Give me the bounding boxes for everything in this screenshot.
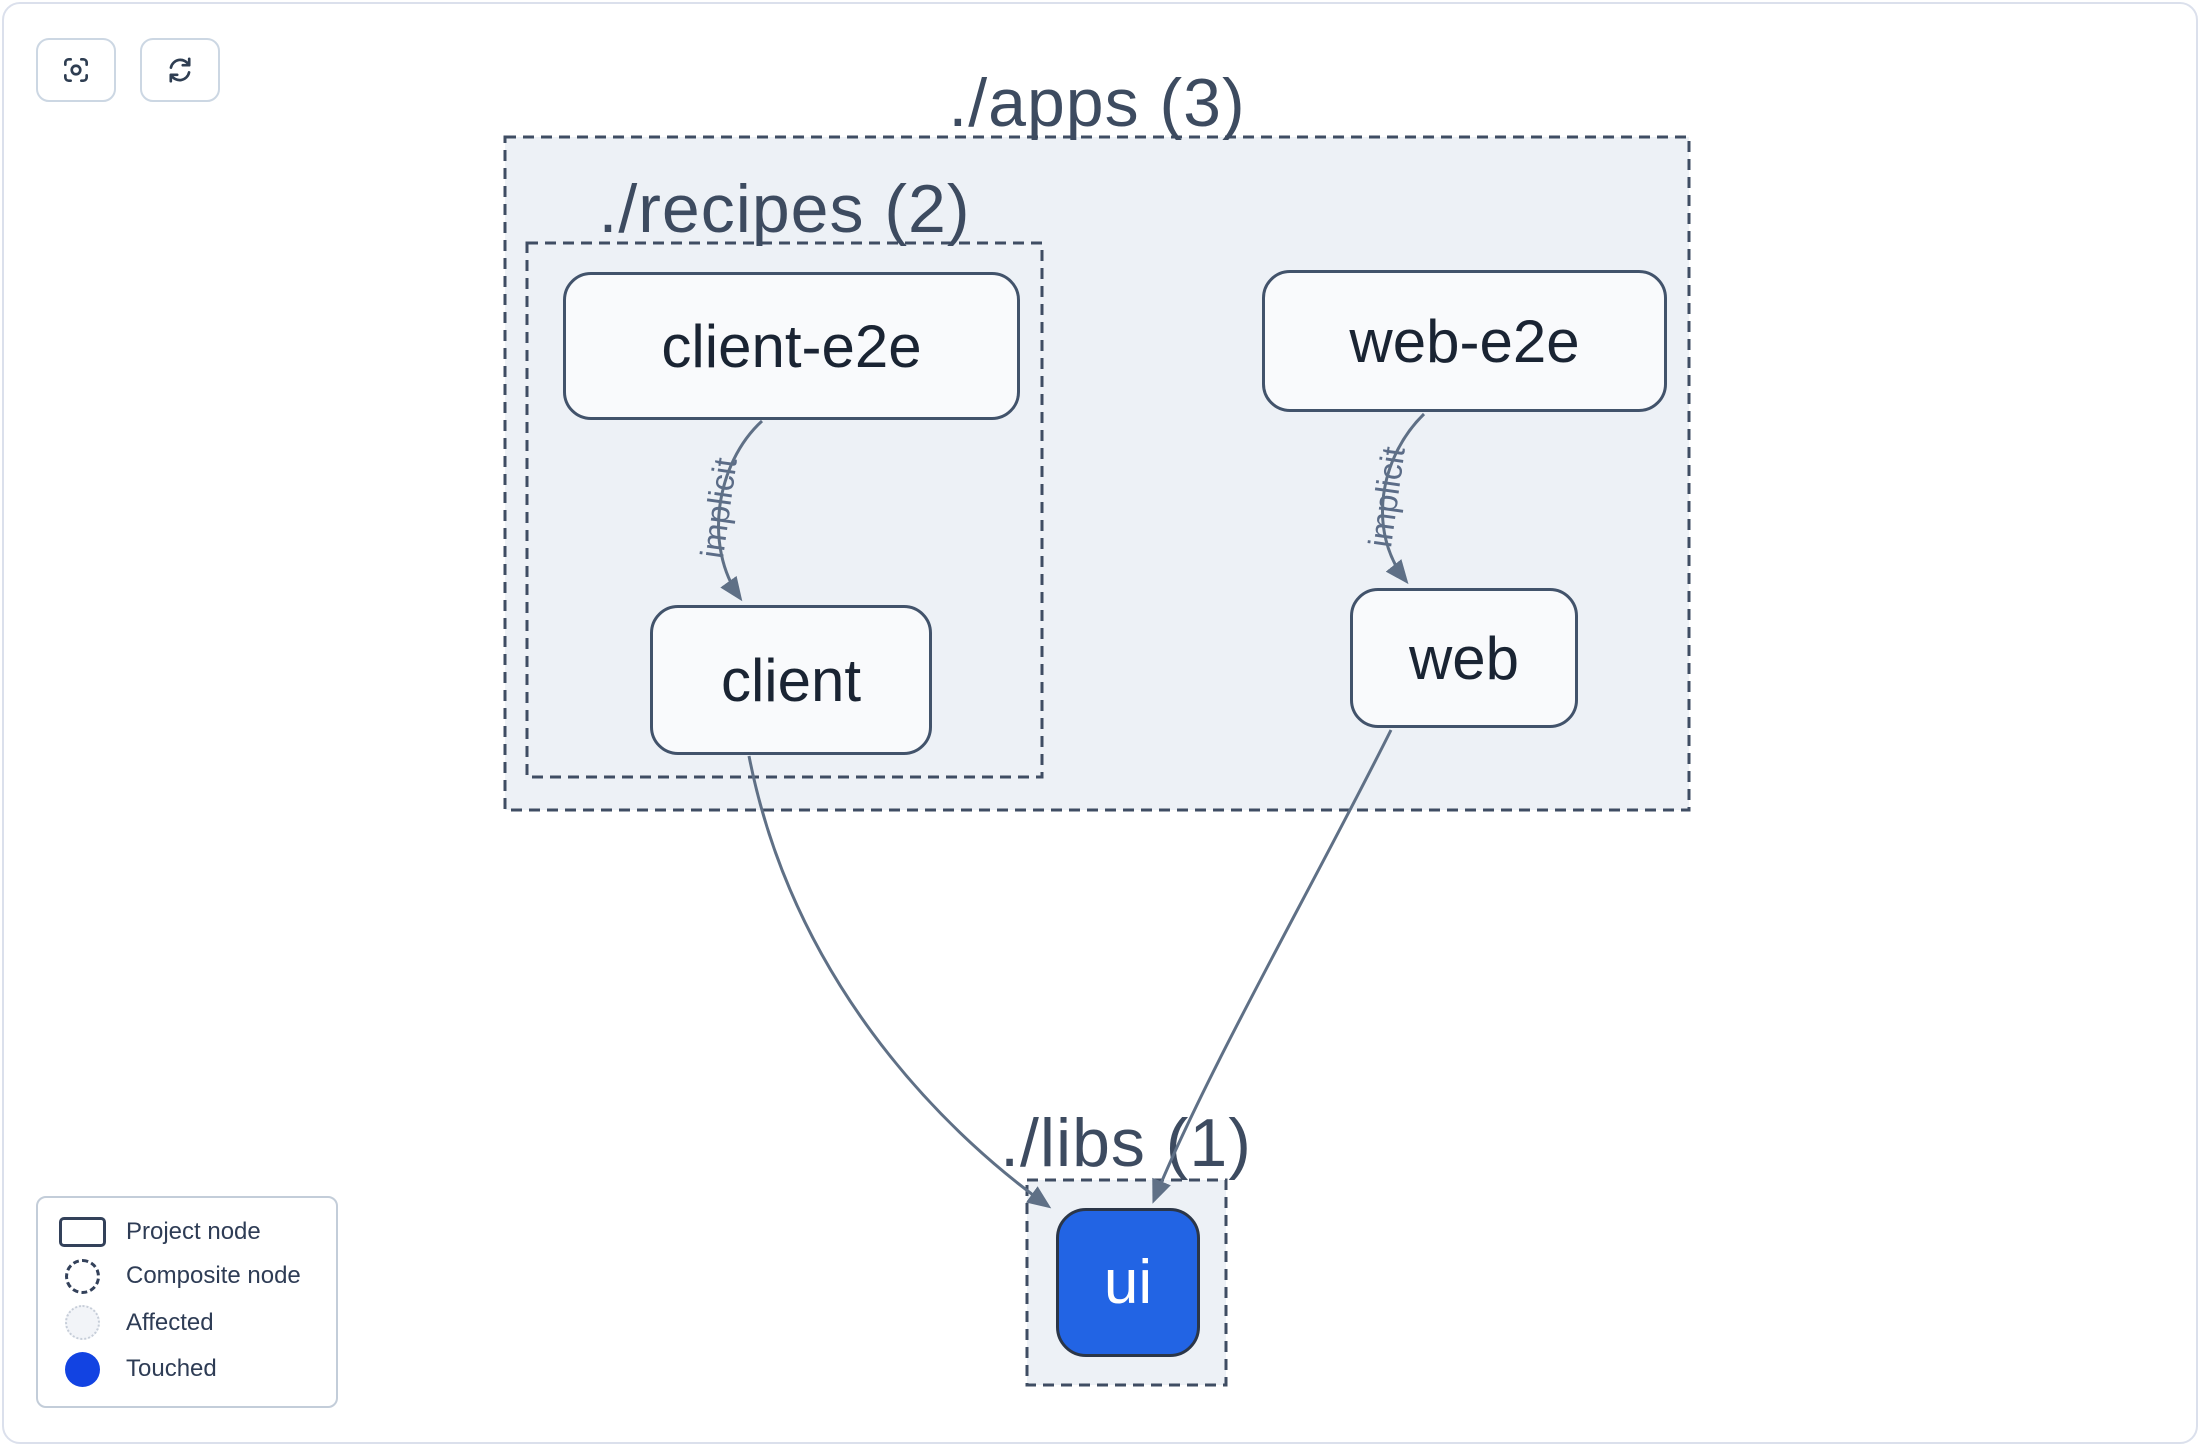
legend-row-composite-node: Composite node: [38, 1258, 336, 1294]
legend-label: Composite node: [126, 1262, 301, 1290]
project-node-icon: [58, 1217, 106, 1248]
node-label: client: [720, 646, 862, 714]
node-label: client-e2e: [661, 312, 922, 380]
graph-toolbar: [36, 38, 220, 102]
group-title-libs: ./libs (1): [1000, 1105, 1252, 1181]
center-graph-button[interactable]: [36, 38, 116, 102]
node-client-e2e[interactable]: client-e2e: [563, 272, 1020, 420]
edge-label-implicit-client: implicit: [693, 455, 744, 561]
node-label: web-e2e: [1349, 307, 1580, 375]
legend-row-touched: Touched: [38, 1351, 336, 1387]
node-label: ui: [1103, 1248, 1153, 1317]
legend-label: Project node: [126, 1218, 261, 1246]
node-client[interactable]: client: [650, 605, 932, 755]
refresh-graph-button[interactable]: [140, 38, 220, 102]
legend-panel: Project node Composite node Affected Tou…: [36, 1196, 338, 1408]
refresh-icon: [169, 57, 191, 83]
edge-label-implicit-web: implicit: [1361, 444, 1412, 550]
legend-label: Affected: [126, 1308, 214, 1336]
focus-icon: [63, 58, 88, 82]
node-web[interactable]: web: [1350, 588, 1578, 728]
legend-label: Touched: [126, 1355, 217, 1383]
composite-node-icon: [64, 1258, 100, 1294]
group-title-apps: ./apps (3): [948, 65, 1246, 141]
node-label: web: [1408, 624, 1520, 692]
legend-row-project-node: Project node: [38, 1217, 336, 1248]
node-web-e2e[interactable]: web-e2e: [1262, 270, 1667, 412]
node-ui[interactable]: ui: [1056, 1208, 1200, 1357]
affected-icon: [64, 1305, 100, 1341]
touched-icon: [64, 1351, 100, 1387]
legend-row-affected: Affected: [38, 1305, 336, 1341]
group-title-recipes: ./recipes (2): [598, 171, 971, 247]
